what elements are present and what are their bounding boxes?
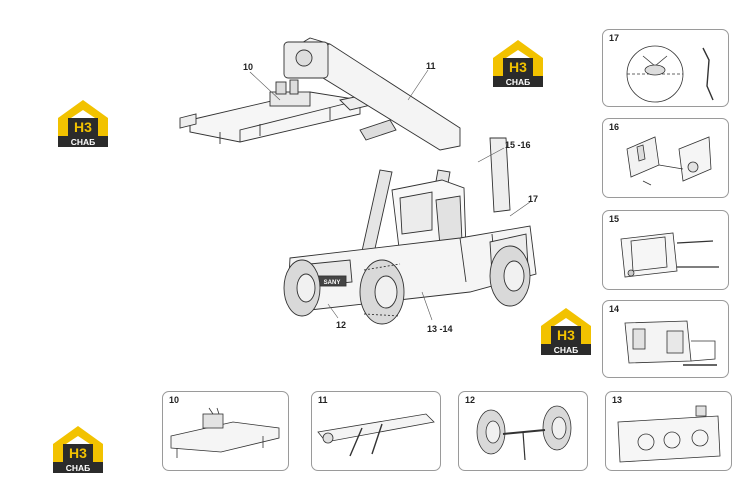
frame-drawing <box>620 232 719 278</box>
panel-12-label: 12 <box>465 395 476 405</box>
panel-16-label: 16 <box>609 122 620 132</box>
logo-left-top: H3 СНАБ <box>54 96 112 148</box>
panel-13-label: 13 <box>612 395 623 405</box>
svg-text:СНАБ: СНАБ <box>71 137 96 147</box>
boom-detail-drawing <box>317 413 435 457</box>
svg-text:СНАБ: СНАБ <box>506 77 531 87</box>
panel-17[interactable]: 17 <box>602 29 729 107</box>
spreader-detail-drawing <box>170 407 280 458</box>
axle-detail-drawing <box>476 405 572 461</box>
callout-13-14: 13 -14 <box>427 324 453 334</box>
svg-text:H3: H3 <box>69 445 87 461</box>
panel-10-label: 10 <box>169 395 180 405</box>
svg-text:H3: H3 <box>557 327 575 343</box>
svg-text:H3: H3 <box>509 59 527 75</box>
panel-11-label: 11 <box>318 395 328 405</box>
logo-left-bottom: H3 СНАБ <box>49 422 107 474</box>
reach-stacker-drawing: SANY <box>179 37 537 325</box>
svg-text:SANY: SANY <box>324 280 341 286</box>
mirror-drawing <box>626 45 714 103</box>
tank-detail-drawing <box>617 405 721 463</box>
callout-12: 12 <box>336 320 347 330</box>
callout-10: 10 <box>243 62 254 72</box>
callout-15-16: 15 -16 <box>505 140 531 150</box>
panel-17-label: 17 <box>609 33 620 43</box>
wheels <box>283 245 531 325</box>
panel-14[interactable]: 14 <box>602 300 729 378</box>
svg-text:H3: H3 <box>74 119 92 135</box>
svg-text:СНАБ: СНАБ <box>554 345 579 355</box>
callout-17: 17 <box>528 194 539 204</box>
panel-12[interactable]: 12 <box>458 391 588 471</box>
telescopic-boom <box>283 37 461 151</box>
counterweight-drawing <box>624 320 717 366</box>
logo-center-right: H3 СНАБ <box>537 304 595 356</box>
bracket-drawing <box>626 136 712 186</box>
panel-13[interactable]: 13 <box>605 391 732 471</box>
svg-text:СНАБ: СНАБ <box>66 463 91 473</box>
callout-11: 11 <box>426 61 436 71</box>
panel-11[interactable]: 11 <box>311 391 441 471</box>
panel-16[interactable]: 16 <box>602 118 729 198</box>
panel-15-label: 15 <box>609 214 620 224</box>
logo-center-top: H3 СНАБ <box>489 36 547 88</box>
callout-leader-lines <box>249 69 531 321</box>
panel-10[interactable]: 10 <box>162 391 289 471</box>
operator-cab <box>391 179 467 257</box>
panel-15[interactable]: 15 <box>602 210 729 290</box>
panel-14-label: 14 <box>609 304 620 314</box>
